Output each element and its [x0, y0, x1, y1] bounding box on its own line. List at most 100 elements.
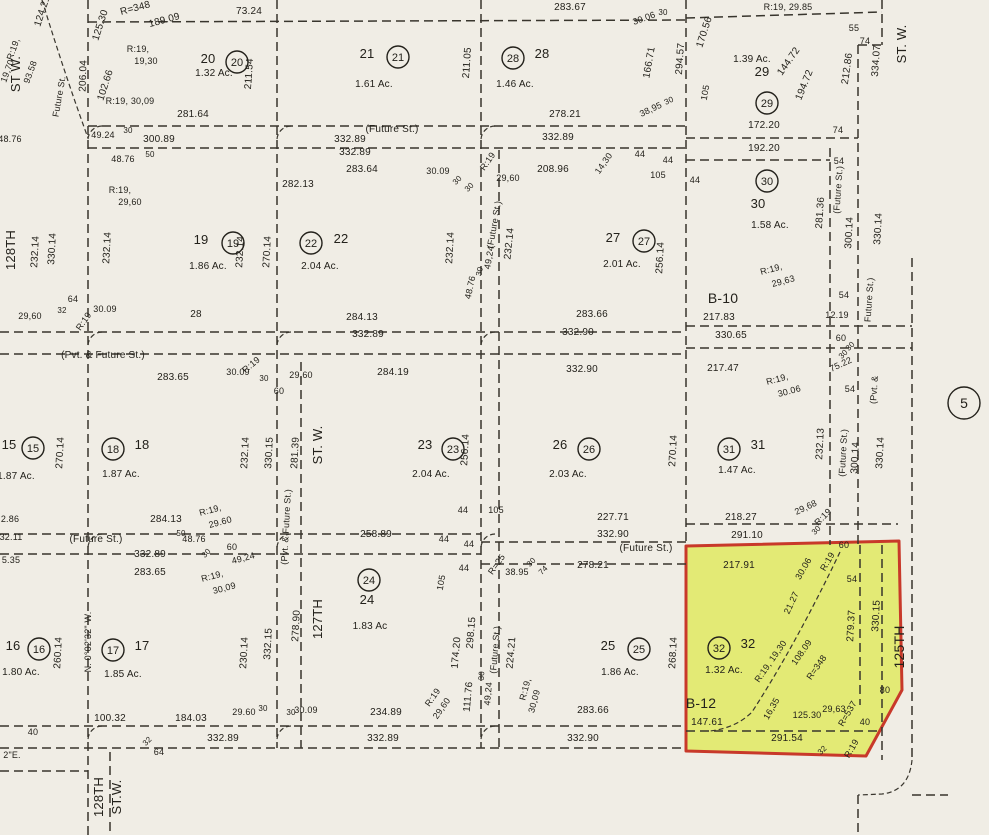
map-label: 30 — [258, 704, 268, 713]
map-label: 105 — [699, 84, 712, 101]
lot-number-18: 18 — [135, 437, 150, 452]
lot-acreage-18: 1.87 Ac. — [102, 469, 140, 480]
highlighted-parcel-32[interactable] — [684, 539, 904, 758]
map-label: 211.54 — [243, 58, 256, 90]
map-label: 283.65 — [157, 372, 189, 383]
map-label: 30 — [474, 266, 485, 277]
map-label: 294.57 — [674, 42, 687, 75]
map-label: 332.89 — [334, 134, 366, 145]
lot-acreage-17: 1.85 Ac. — [104, 669, 142, 680]
map-label: 300.14 — [849, 441, 862, 474]
lot-acreage-24: 1.83 Ac — [353, 621, 388, 632]
lot-number-29: 29 — [755, 64, 770, 79]
map-label: 300.89 — [143, 134, 175, 145]
map-label: 111.76 — [462, 681, 476, 712]
svg-text:18: 18 — [107, 444, 119, 456]
map-label: 74 — [860, 36, 870, 46]
map-label: 206.04 — [77, 60, 89, 92]
map-label: 332.89 — [352, 329, 384, 340]
lot-acreage-31: 1.47 Ac. — [718, 465, 756, 476]
map-label: 227.71 — [597, 512, 629, 523]
map-label: 44 — [464, 539, 474, 549]
parcel-badge-27: 27 — [632, 229, 656, 253]
map-label: 30.09 — [426, 166, 450, 176]
map-label: 281.64 — [177, 109, 209, 120]
map-label: 284.13 — [346, 312, 378, 323]
map-label: 44 — [663, 155, 673, 165]
parcel-badge-21: 21 — [386, 45, 410, 69]
map-label: 105 — [435, 574, 448, 591]
map-label: 234.89 — [370, 707, 402, 718]
parcel-badge-15: 15 — [21, 436, 45, 460]
map-label: 291.10 — [731, 530, 763, 541]
map-label: 29,60 — [118, 197, 142, 207]
svg-text:28: 28 — [507, 53, 519, 65]
map-label: 48.76 — [463, 275, 478, 300]
map-label: 232.14 — [239, 436, 252, 469]
parcel-badge-31: 31 — [717, 437, 741, 461]
map-label: 64 — [68, 294, 78, 304]
parcel-badge-25: 25 — [627, 637, 651, 661]
lot-acreage-30: 1.58 Ac. — [751, 220, 789, 231]
map-label: 224.21 — [505, 636, 519, 669]
map-label: 44 — [458, 505, 468, 515]
map-label: 330.15 — [870, 599, 883, 632]
street-label-future-st-row5: (Future St.) — [620, 543, 673, 554]
map-label: 332.89 — [134, 549, 166, 560]
map-label: 279.37 — [845, 609, 858, 642]
map-label: 55 — [849, 23, 859, 33]
lot-acreage-32: 1.32 Ac. — [705, 665, 743, 676]
parcel-badge-22: 22 — [299, 231, 323, 255]
map-label: 30.09 — [294, 705, 318, 715]
section-badge-5: 5 — [947, 386, 981, 420]
street-label-pvt-future-st-row3: (Pvt. & Future St.) — [61, 350, 145, 361]
map-label: 270.14 — [54, 436, 67, 469]
map-label: 48.76 — [182, 534, 206, 544]
svg-text:20: 20 — [231, 57, 243, 69]
map-label: 100.32 — [94, 713, 126, 724]
lot-number-22: 22 — [334, 231, 349, 246]
lot-number-21: 21 — [360, 46, 375, 61]
map-label: 330.14 — [874, 436, 887, 469]
lot-acreage-19: 1.86 Ac. — [189, 261, 227, 272]
lot-acreage-29: 1.39 Ac. — [733, 54, 771, 65]
svg-text:21: 21 — [392, 52, 404, 64]
lot-number-30: 30 — [751, 196, 766, 211]
map-label: 284.19 — [377, 367, 409, 378]
map-label: 32 — [57, 306, 67, 315]
map-label: 60 — [227, 542, 237, 552]
lot-number-31: 31 — [751, 437, 766, 452]
parcel-badge-17: 17 — [101, 638, 125, 662]
block-label-b12: B-12 — [686, 695, 716, 711]
map-label: 332.90 — [562, 327, 594, 338]
svg-text:24: 24 — [363, 575, 375, 587]
lot-acreage-25: 1.86 Ac. — [601, 667, 639, 678]
map-label: 54 — [839, 290, 849, 300]
map-label: 38.95 — [505, 567, 529, 577]
map-label: 300.14 — [843, 216, 856, 249]
map-label: 283.66 — [577, 705, 609, 716]
map-label: 125.30 — [793, 710, 822, 720]
street-label-future-st-right-upper: (Future St.) — [831, 166, 844, 215]
map-label: 268.14 — [667, 636, 680, 669]
map-label: R:19, 30,09 — [106, 96, 155, 106]
lot-acreage-15: 1.87 Ac. — [0, 471, 35, 482]
map-label: 49.24 — [91, 130, 115, 140]
street-label-future-st-row4: (Future St.) — [70, 534, 123, 545]
map-label: 184.03 — [175, 713, 207, 724]
map-label: 166.71 — [641, 46, 657, 79]
map-label: 282.13 — [282, 179, 314, 190]
parcel-badge-28: 28 — [501, 46, 525, 70]
street-label-st-w-left: ST W. — [8, 56, 23, 92]
lot-number-23: 23 — [418, 437, 433, 452]
svg-text:19: 19 — [227, 238, 239, 250]
map-label: 50 — [145, 150, 155, 159]
street-label-future-st-right-mid: Future St.) — [862, 277, 875, 322]
map-label: 30 — [658, 8, 668, 17]
lot-number-32: 32 — [741, 636, 756, 651]
street-label-future-st-right-lower: (Future St.) — [837, 429, 849, 477]
street-label-pvt-future-st-corridor: (Pvt. & Future St.) — [279, 489, 293, 565]
map-label: 270.14 — [667, 434, 680, 467]
map-label: 64 — [154, 747, 164, 757]
